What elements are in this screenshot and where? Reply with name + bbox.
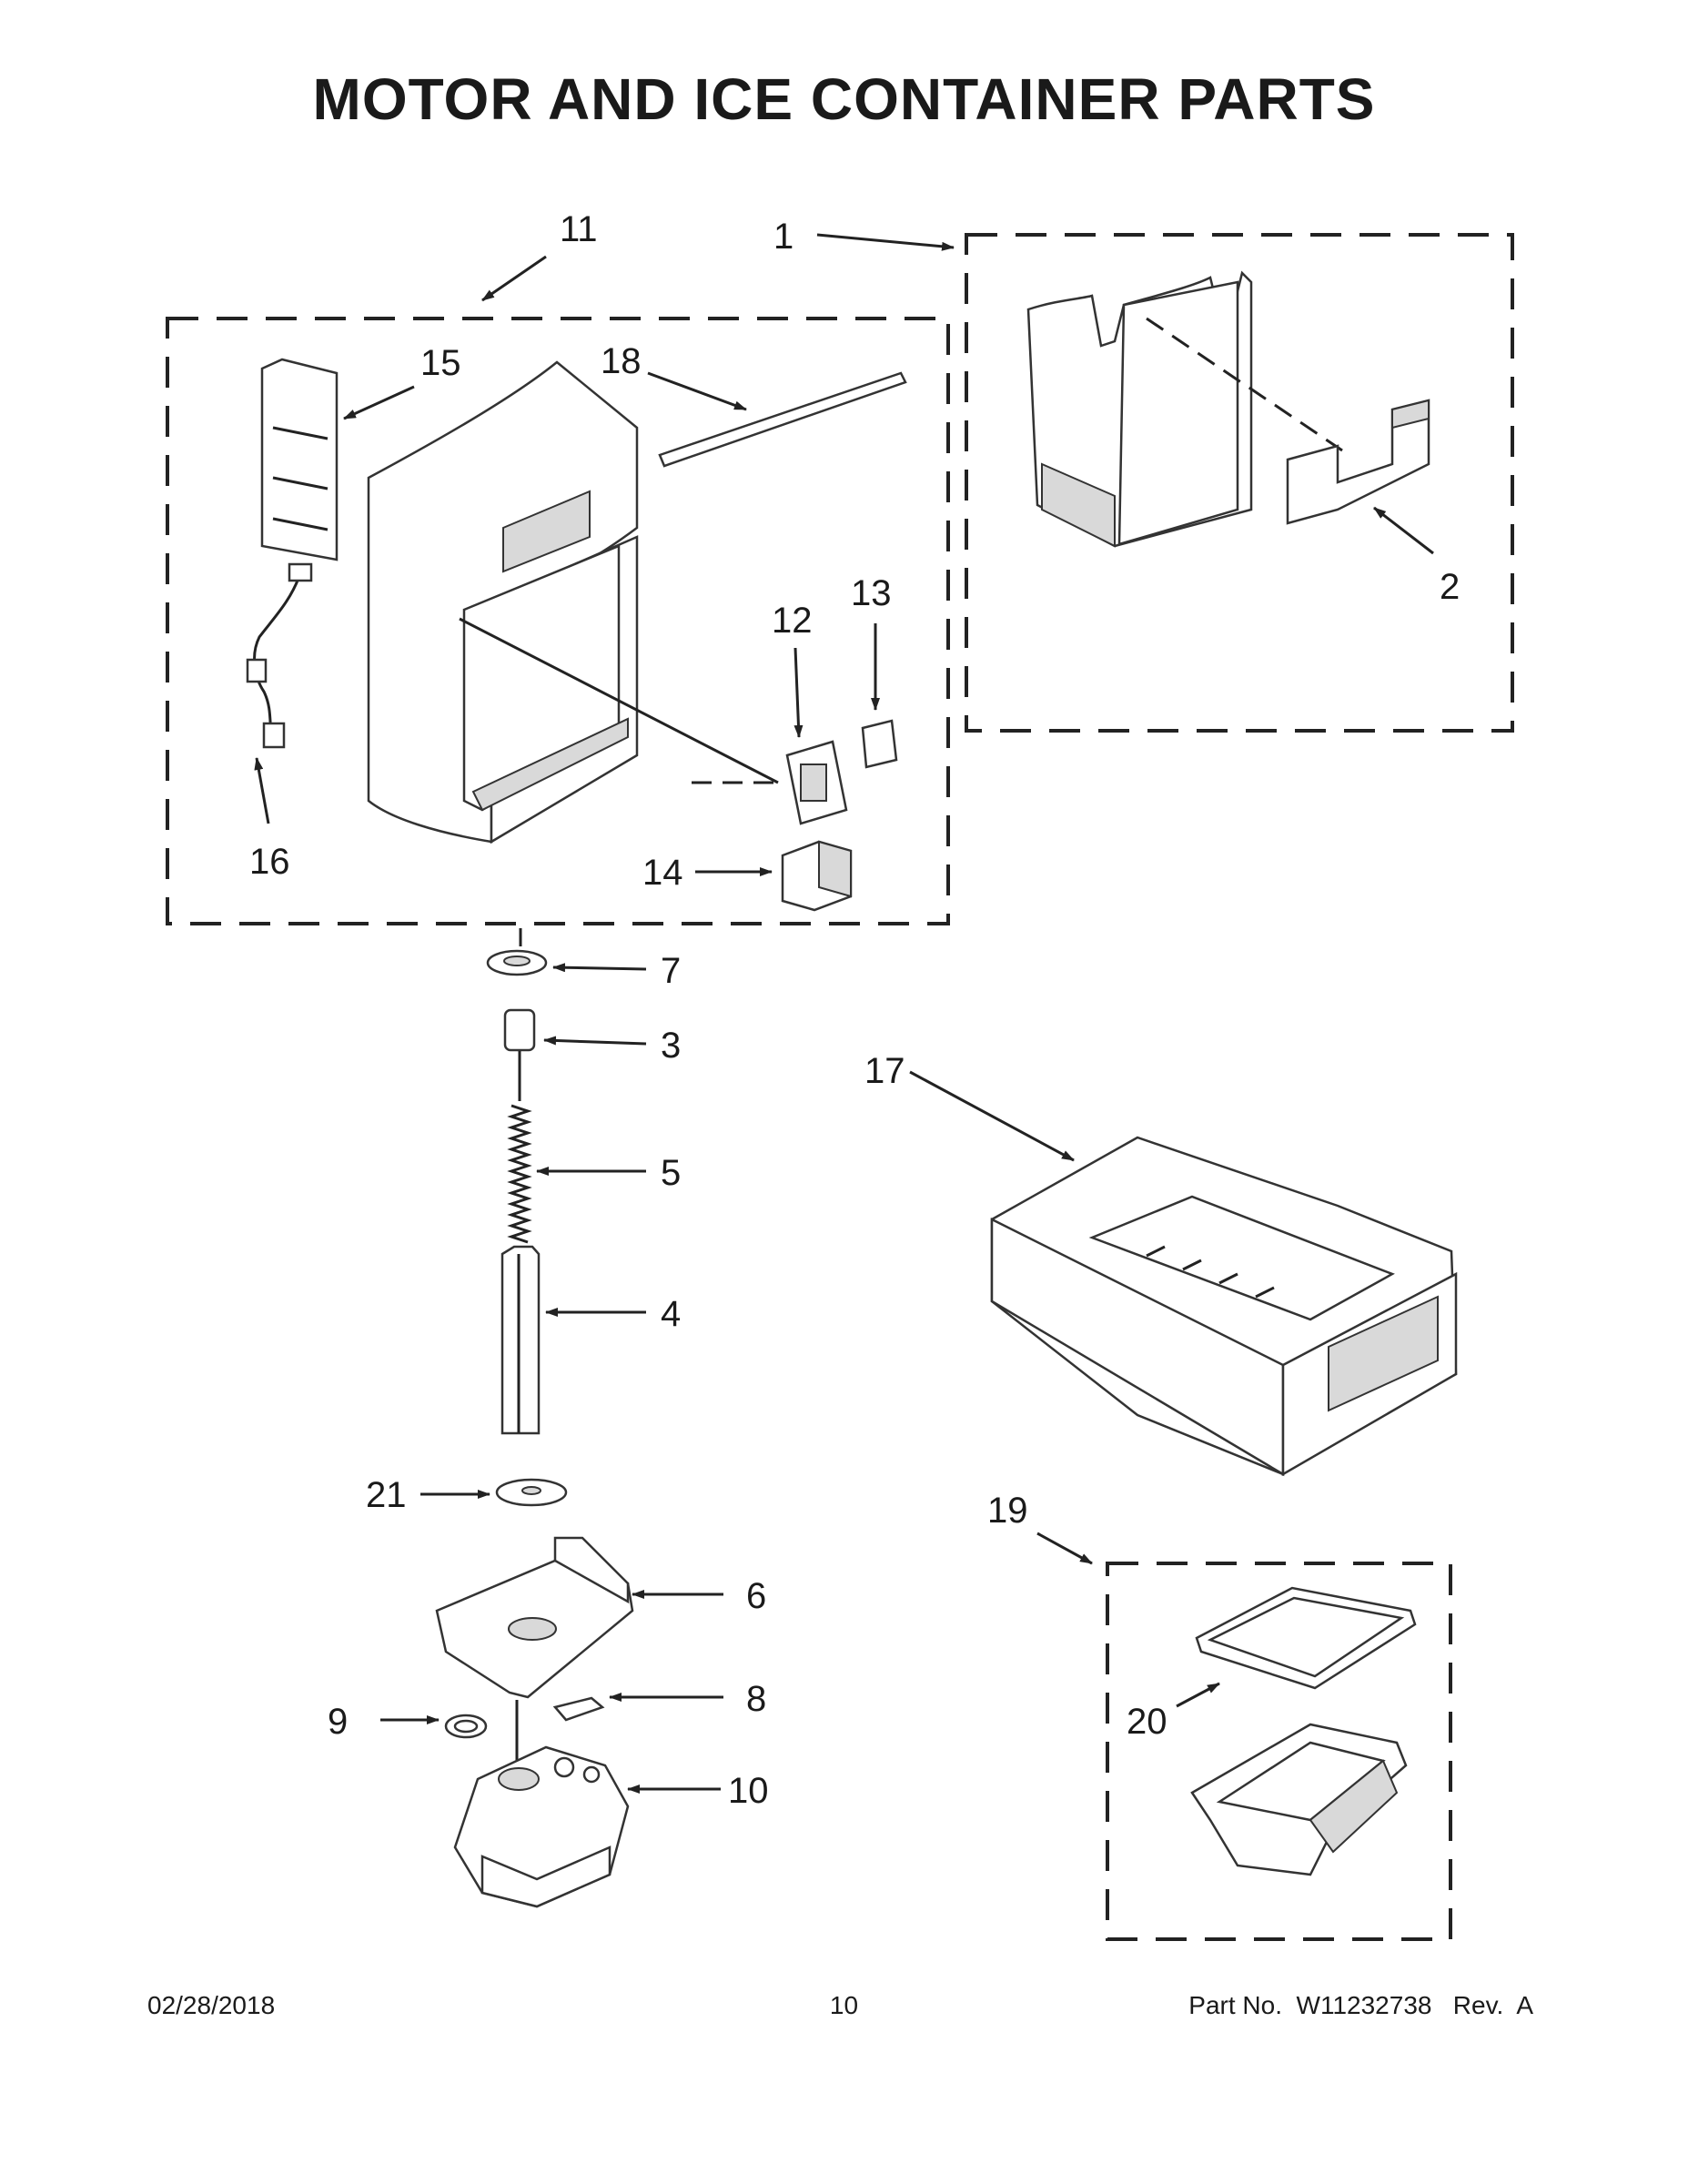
part-21-washer	[495, 1478, 568, 1507]
part-15-plate	[260, 358, 339, 561]
callout-10: 10	[728, 1771, 769, 1811]
callout-6: 6	[746, 1576, 766, 1616]
part-20-gasket	[1195, 1586, 1417, 1690]
part-3-coupler	[503, 1008, 536, 1052]
callout-16: 16	[249, 842, 290, 882]
callout-20: 20	[1127, 1702, 1167, 1742]
part-16-wire-harness	[246, 562, 313, 749]
callout-18: 18	[601, 341, 642, 381]
part-11-housing	[367, 360, 779, 844]
part-5-spring	[507, 1104, 532, 1244]
part-19-housing	[1190, 1723, 1408, 1876]
callout-5: 5	[661, 1153, 681, 1193]
callout-2: 2	[1440, 567, 1460, 607]
page-title: MOTOR AND ICE CONTAINER PARTS	[312, 66, 1376, 132]
callout-14: 14	[642, 853, 683, 893]
callout-19: 19	[987, 1491, 1028, 1531]
callout-21: 21	[366, 1475, 407, 1515]
part-9-ring	[444, 1714, 488, 1739]
callout-11: 11	[560, 209, 598, 249]
callout-7: 7	[661, 951, 681, 991]
part-14-relay	[781, 840, 853, 912]
assembly-19-boundary	[1106, 1562, 1452, 1941]
part-13-switch	[861, 719, 898, 769]
part-8-clip	[552, 1696, 605, 1722]
callout-3: 3	[661, 1026, 681, 1066]
part-6-motor-mount	[435, 1536, 634, 1699]
footer-page-number: 10	[829, 1991, 859, 2019]
callout-8: 8	[746, 1679, 766, 1719]
part-4-auger-shaft	[500, 1245, 541, 1435]
assembly-11-boundary	[166, 317, 950, 925]
part-17-ice-maker	[990, 1136, 1458, 1477]
callout-12: 12	[772, 601, 813, 641]
callout-13: 13	[851, 573, 892, 613]
callout-17: 17	[864, 1051, 905, 1091]
leader-lines	[254, 233, 1434, 1794]
part-12-bracket	[692, 740, 848, 825]
footer-date: 02/28/2018	[147, 1991, 276, 2019]
part-7-washer	[486, 949, 548, 976]
part-10-motor	[453, 1745, 630, 1908]
part-2-support	[1286, 399, 1430, 525]
callout-15: 15	[420, 343, 461, 383]
assembly-1-boundary	[965, 233, 1514, 733]
callout-9: 9	[328, 1702, 348, 1742]
footer-part-number: Part No. W11232738 Rev. A	[1188, 1991, 1533, 2019]
part-18-seal	[658, 371, 907, 468]
callout-1: 1	[773, 217, 793, 257]
callout-4: 4	[661, 1294, 681, 1334]
part-1-ice-bucket	[1026, 270, 1343, 548]
